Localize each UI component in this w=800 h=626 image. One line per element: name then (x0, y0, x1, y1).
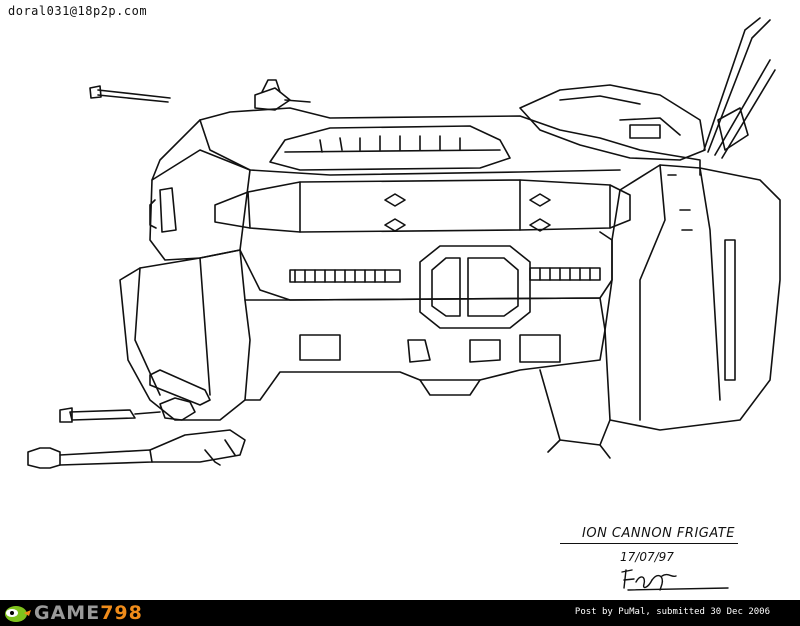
drawing-caption: ION CANNON FRIGATE 17/07/97 (560, 526, 750, 591)
watermark-email: doral031@18p2p.com (8, 4, 148, 18)
frigate-sketch (27, 17, 781, 469)
logo-prefix: GAME (34, 602, 101, 624)
signature-icon (621, 569, 729, 591)
drawing-title: ION CANNON FRIGATE (582, 526, 735, 541)
caption-underline (560, 543, 738, 544)
logo-suffix: 798 (100, 602, 143, 624)
post-info: Post by PuMal, submitted 30 Dec 2006 (574, 607, 770, 617)
site-logo[interactable]: GAME798 (2, 601, 143, 625)
logo-text: GAME798 (34, 601, 143, 625)
bird-logo-icon (5, 606, 31, 622)
footer-bar: GAME798 Post by PuMal, submitted 30 Dec … (0, 600, 800, 626)
drawing-date: 17/07/97 (620, 550, 674, 564)
